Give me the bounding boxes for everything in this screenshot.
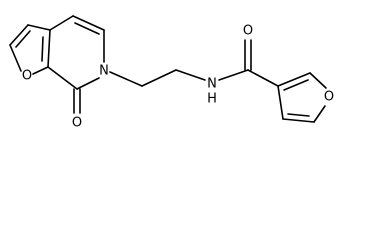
bond-lines [9,15,327,123]
bond-fused-c3a-c7a [47,29,51,68]
bond-ch2b-nh [175,69,206,81]
bond-rfuran-c5-c4-inner [287,113,310,117]
atom-labels: O N O N H O O [22,24,334,131]
bond-rfuran-o-c5 [313,105,326,123]
carbonyl-oxygen-left-label: O [72,116,82,131]
bond-carbonyl-c-furan [247,69,279,87]
bond-rfuran-c4-c3 [277,85,284,120]
chemical-structure-diagram: O N O N H O O [9,15,334,131]
bond-furan-c1-c2 [9,24,29,46]
bond-rfuran-c3-c2-inner [283,79,309,91]
bond-ch2a-ch2b [141,69,177,87]
bond-n-ch2a [109,71,143,87]
furan-oxygen-left-label: O [22,69,32,84]
bond-fused-inner [41,36,44,62]
bond-furan-c1-c2-inner [15,30,31,48]
bond-pyr-c3a-c4 [49,15,74,31]
bond-pyr-n-c7 [76,77,100,90]
bond-rfuran-c3-c2 [277,72,311,87]
bond-furan-c2-o [9,44,22,72]
bond-pyr-c7-c7a [47,66,78,90]
bond-nh-carbonyl-c [218,69,249,81]
bond-furan-c1-c3a [27,24,51,31]
carbonyl-oxygen-right-label: O [243,24,253,39]
bond-pyr-c4-c5 [72,15,105,31]
bond-rfuran-c5-c4 [282,118,315,123]
furan-oxygen-right-label: O [324,90,334,105]
ring-nitrogen-label: N [99,64,109,79]
bond-rfuran-c2-o [309,72,327,89]
amide-nitrogen-label: N [207,77,217,92]
bond-furan-o-c7a [32,66,49,75]
bond-pyr-c4-c5-inner [74,22,100,35]
amide-hydrogen-label: H [207,92,217,107]
